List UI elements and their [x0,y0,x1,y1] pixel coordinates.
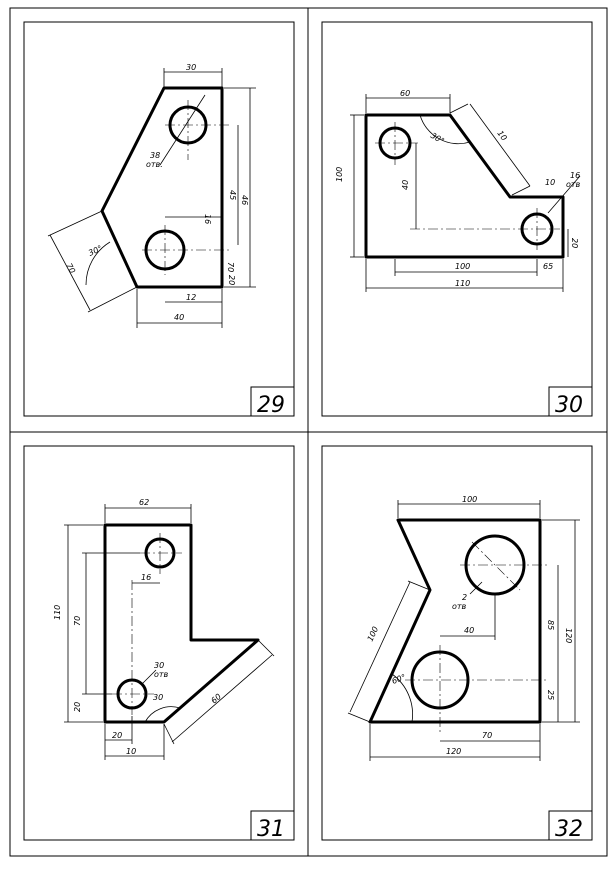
extension-line [87,286,138,313]
dimension-label: 40 [401,180,410,190]
dimension-label: 38 [150,151,160,160]
dimension-label: 30 [186,63,196,72]
panel-number: 32 [555,817,583,842]
dimension-label: 40 [174,313,184,322]
dimension-label: 70 [73,616,82,626]
panel-number-box [548,386,593,417]
dimension-label: 100 [335,167,344,182]
extension-line [511,185,531,196]
dimension-label: 2 [462,593,467,602]
dimension-label: 70 [64,262,77,275]
dimension-label: 30 [153,693,163,702]
dimension-label: 110 [53,605,62,620]
part-outline [100,86,224,289]
panel-frame [23,21,295,417]
dimension-line [49,234,91,311]
dimension-line [469,103,531,187]
dimension-line [171,654,273,743]
dimension-line [349,581,411,713]
dimension-label: 100 [455,262,470,271]
extension-line [347,712,371,723]
dimension-label: 10 [126,747,136,756]
dimension-label: 20 [112,731,122,740]
extension-line [47,210,103,237]
dimension-label: 100 [366,625,381,643]
dimension-label: 60 [209,692,223,705]
leader-line [469,581,483,595]
dimension-label: 60 [400,89,410,98]
dimension-label: 20 [227,275,236,285]
panel-29: 29 30 38 отв. 45 16 46 70 20 12 [23,21,295,418]
dimension-label: 65 [543,262,553,271]
dimension-label: 25 [546,690,555,700]
dimension-label: 85 [546,620,555,630]
extension-line [449,103,469,114]
dimension-label: 46 [240,195,249,205]
dimension-label: 12 [186,293,196,302]
dimension-label: 30° [87,244,104,258]
dimension-label: 20 [570,238,579,248]
panel-32: 32 100 2 отв 40 100 85 120 25 70 [321,445,593,842]
panel-frame [321,21,593,417]
dimension-label: отв [566,180,581,189]
dimension-label: 30° [429,131,446,146]
panel-number: 29 [257,393,285,418]
part-outline [368,518,542,724]
dimension-label: отв [154,670,169,679]
dimension-label: 110 [455,279,470,288]
extension-line [407,580,431,591]
dimension-label: 70 [482,731,492,740]
dimension-label: 16 [203,214,212,224]
leader-line [141,669,157,685]
panel-number: 30 [555,393,583,418]
dimension-label: 70 [226,262,235,272]
dimension-label: 20 [73,702,82,712]
dimension-label: 10 [495,129,508,143]
dimension-label: 120 [564,628,573,643]
angle-arc [85,241,111,286]
dimension-label: отв. [146,160,163,169]
part-outline [364,113,565,259]
panel-31: 31 62 16 110 70 20 20 10 30 [23,445,295,842]
angle-arc [419,114,471,145]
angle-arc [144,706,181,723]
dimension-label: 62 [139,498,149,507]
centerline [471,541,521,591]
dimension-label: 10 [545,178,555,187]
dimension-label: 40 [464,626,474,635]
panel-frame [321,445,593,841]
panel-30: 30 60 30° 100 40 10 20 100 110 [321,21,593,418]
dimension-label: 16 [141,573,151,582]
angle-arc [391,673,413,723]
panel-frame [23,445,295,841]
extension-line [163,723,175,745]
dimension-label: 45 [228,190,237,200]
dimension-label: отв [452,602,467,611]
panel-number: 31 [257,817,285,842]
dimension-label: 100 [462,495,477,504]
part-outline [103,523,260,724]
dimension-label: 120 [446,747,461,756]
extension-line [257,639,275,657]
panel-number-box [548,810,593,841]
leader-line [547,175,581,214]
panel-number-box [250,810,295,841]
dimension-label: 30 [154,661,164,670]
leader-line [159,94,206,166]
dimension-label: 16 [570,171,580,180]
panel-number-box [250,386,295,417]
